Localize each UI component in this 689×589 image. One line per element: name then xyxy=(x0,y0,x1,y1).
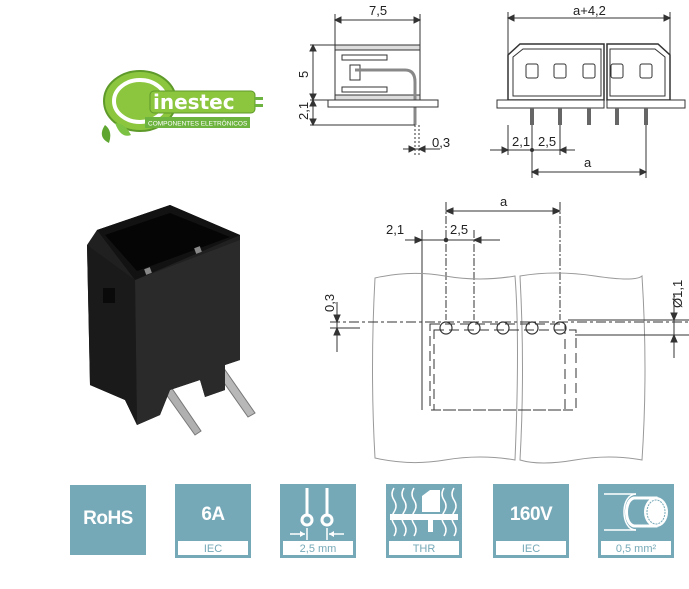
front-edge-offset-label: 2,1 xyxy=(512,134,530,149)
wire-icon xyxy=(604,493,668,531)
logo-tagline: COMPONENTES ELETRÔNICOS xyxy=(148,119,248,128)
footprint-span-label: a xyxy=(500,194,508,209)
wire-badge: 0,5 mm² xyxy=(598,484,674,558)
logo-brand: inestec xyxy=(153,90,235,114)
front-view-drawing: a+4,2 2,1 2,5 a xyxy=(480,0,689,180)
leaf-icon xyxy=(101,125,111,143)
hole xyxy=(439,321,453,335)
pin xyxy=(162,386,202,436)
hole xyxy=(496,321,510,335)
side-width-label: 7,5 xyxy=(369,3,387,18)
badge-main: RoHS xyxy=(83,508,133,529)
footprint-offset-label: 0,3 xyxy=(322,294,337,312)
badge-sub: IEC xyxy=(495,540,567,556)
badge-main: 160V xyxy=(509,504,553,525)
pcb-footprint-drawing: a 2,1 2,5 Ø1,1 0,3 xyxy=(310,190,689,470)
side-pin-thickness-label: 0,3 xyxy=(432,135,450,150)
thr-badge: THR xyxy=(386,484,462,558)
pitch-badge: 2,5 mm xyxy=(280,484,356,558)
badge-sub: THR xyxy=(388,540,460,556)
current-badge: 6A IEC xyxy=(175,484,251,558)
footprint-hole-diameter-label: Ø1,1 xyxy=(670,280,685,308)
hole xyxy=(467,321,481,335)
hole xyxy=(525,321,539,335)
pitch-icon xyxy=(290,488,344,540)
footprint-pitch-label: 2,5 xyxy=(450,222,468,237)
badge-sub: 0,5 mm² xyxy=(600,540,672,556)
badge-sub: 2,5 mm xyxy=(282,540,354,556)
front-pitch-label: 2,5 xyxy=(538,134,556,149)
side-pin-length-label: 2,1 xyxy=(296,102,311,120)
side-view-drawing: 7,5 5 2,1 0,3 xyxy=(290,0,470,160)
front-total-width-label: a+4,2 xyxy=(573,3,606,18)
thr-icon xyxy=(390,487,458,537)
front-span-label: a xyxy=(584,155,592,170)
hole xyxy=(553,321,567,335)
badge-main: 6A xyxy=(201,504,225,525)
side-height-label: 5 xyxy=(296,71,311,78)
connector-photo xyxy=(75,185,275,445)
brand-logo: inestec COMPONENTES ELETRÔNICOS xyxy=(95,65,265,145)
badge-sub: IEC xyxy=(177,540,249,556)
rohs-badge: RoHS xyxy=(70,485,146,555)
footprint-edge-offset-label: 2,1 xyxy=(386,222,404,237)
voltage-badge: 160V IEC xyxy=(493,484,569,558)
leaf-icon xyxy=(115,123,131,136)
